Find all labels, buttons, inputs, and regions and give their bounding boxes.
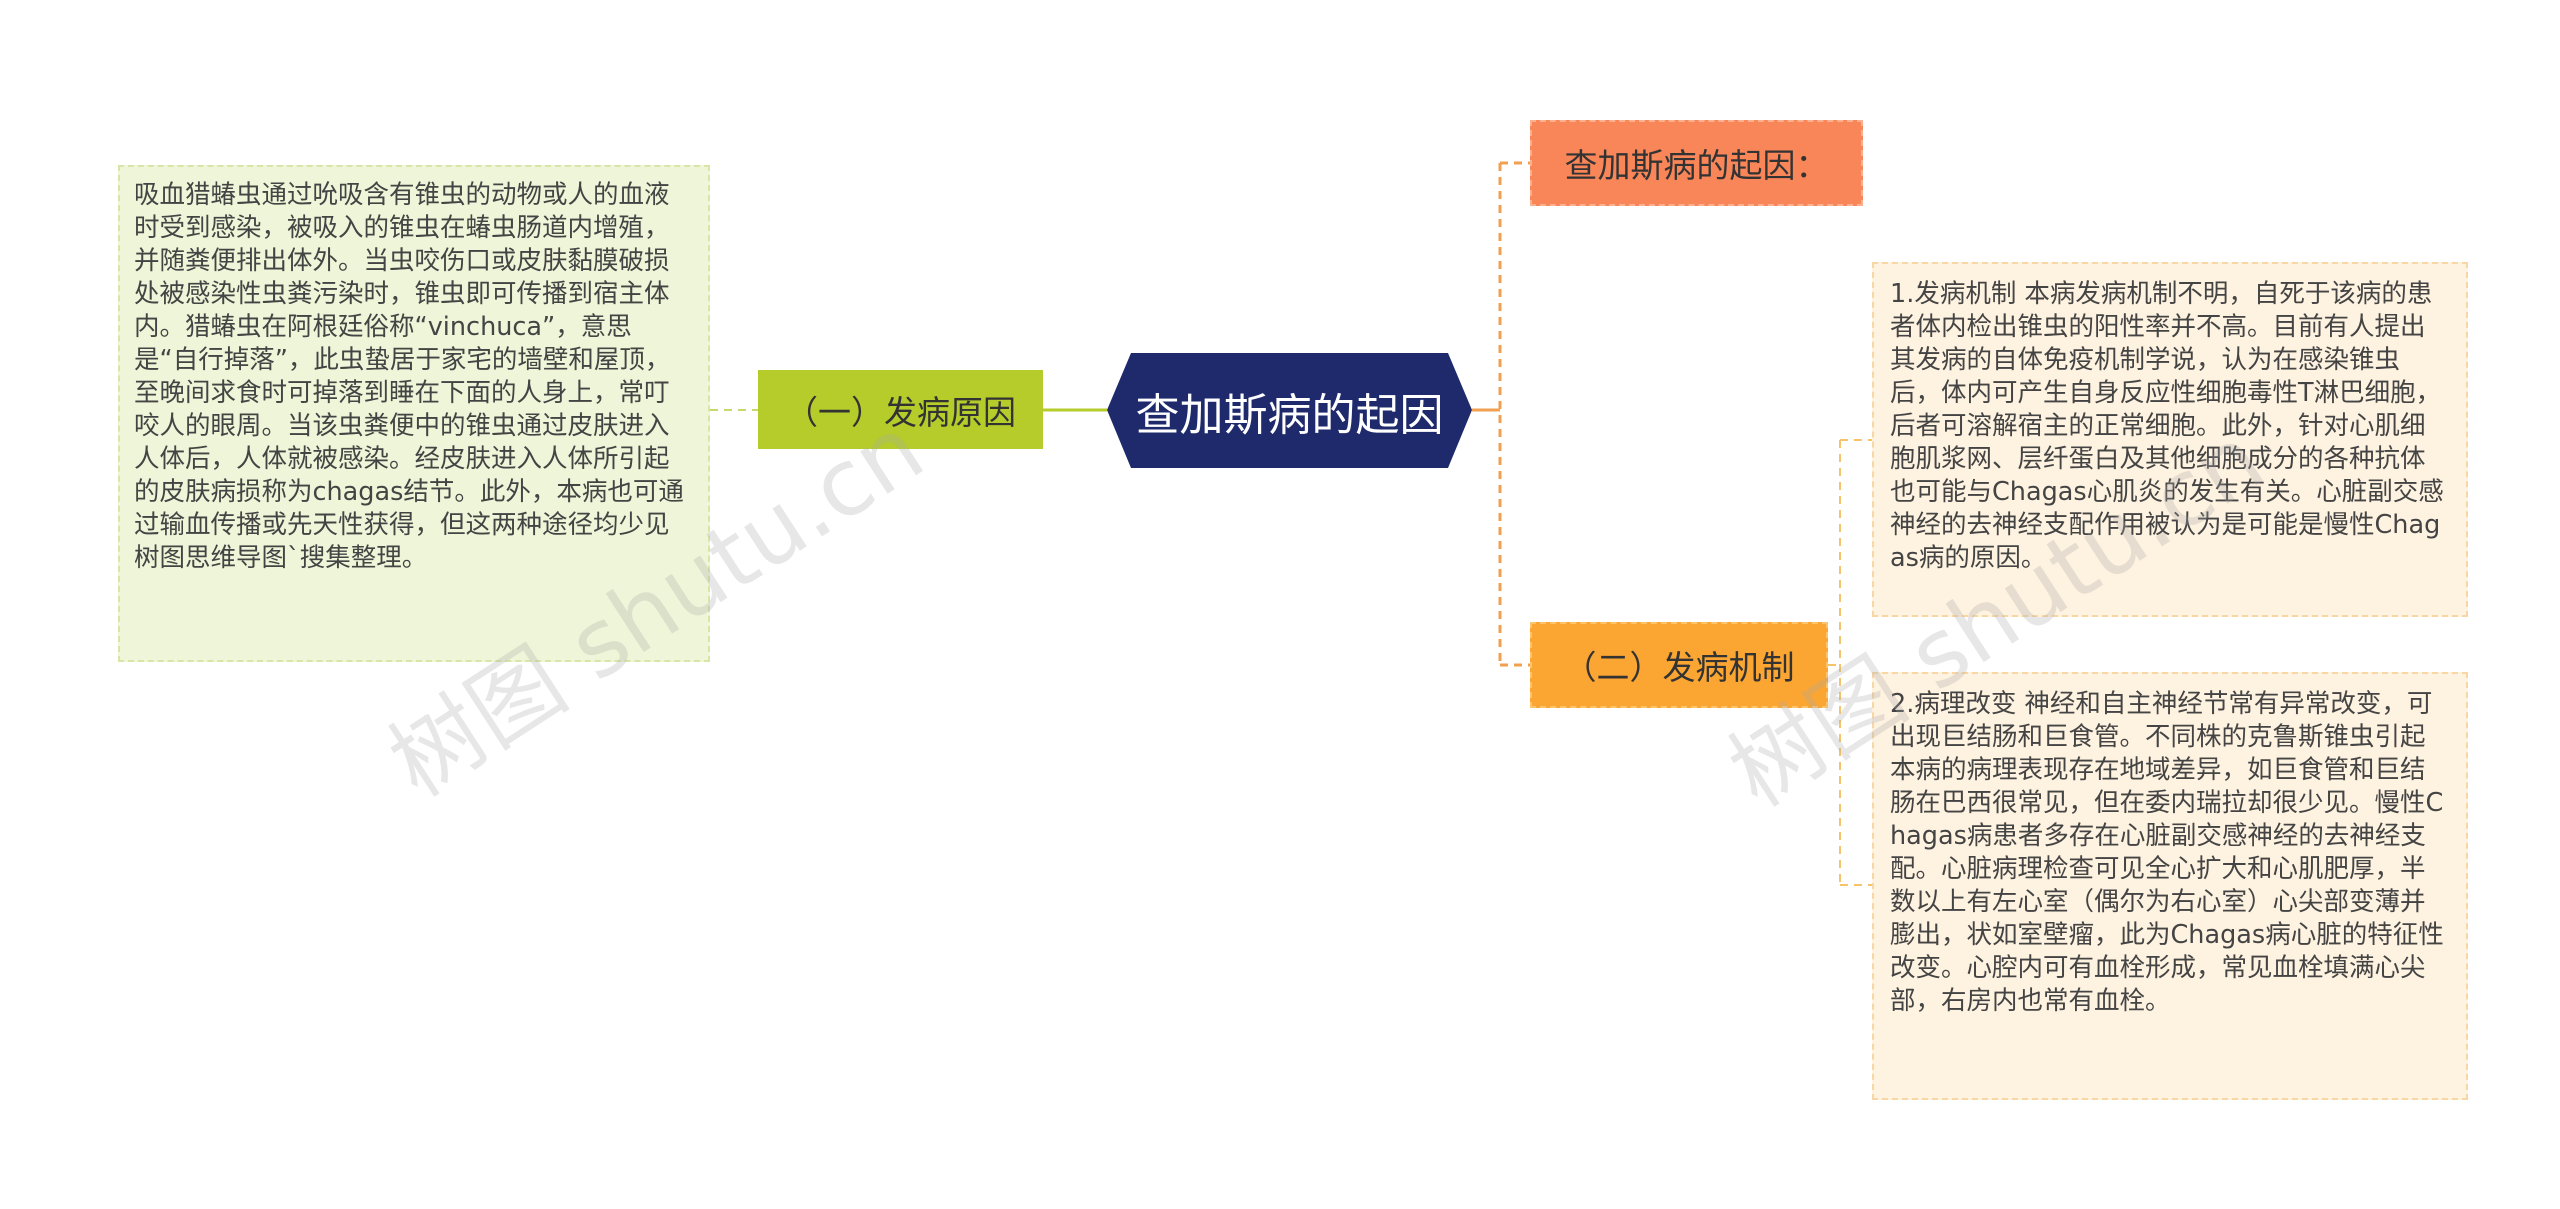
branch-origin-heading[interactable]: 查加斯病的起因： [1530,120,1863,206]
branch-cause[interactable]: （一）发病原因 [758,370,1043,449]
root-label: 查加斯病的起因 [1135,389,1444,441]
root-node[interactable]: 查加斯病的起因 [1107,353,1472,468]
branch-mechanism[interactable]: （二）发病机制 [1530,622,1828,708]
branch-cause-label: （一）发病原因 [785,392,1016,432]
leaf-pathology[interactable]: 2.病理改变 神经和自主神经节常有异常改变，可出现巨结肠和巨食管。不同株的克鲁斯… [1872,672,2468,1100]
leaf-pathology-paragraph: 2.病理改变 神经和自主神经节常有异常改变，可出现巨结肠和巨食管。不同株的克鲁斯… [1890,689,2444,1016]
leaf-cause-text[interactable]: 吸血猎蝽虫通过吮吸含有锥虫的动物或人的血液时受到感染，被吸入的锥虫在蝽虫肠道内增… [118,165,710,662]
branch-origin-label: 查加斯病的起因： [1564,146,1829,185]
leaf-cause-paragraph: 吸血猎蝽虫通过吮吸含有锥虫的动物或人的血液时受到感染，被吸入的锥虫在蝽虫肠道内增… [134,180,684,573]
branch-mechanism-label: （二）发病机制 [1563,648,1795,687]
leaf-mechanism-paragraph: 1.发病机制 本病发病机制不明，自死于该病的患者体内检出锥虫的阳性率并不高。目前… [1890,279,2444,573]
leaf-mechanism[interactable]: 1.发病机制 本病发病机制不明，自死于该病的患者体内检出锥虫的阳性率并不高。目前… [1872,262,2468,617]
